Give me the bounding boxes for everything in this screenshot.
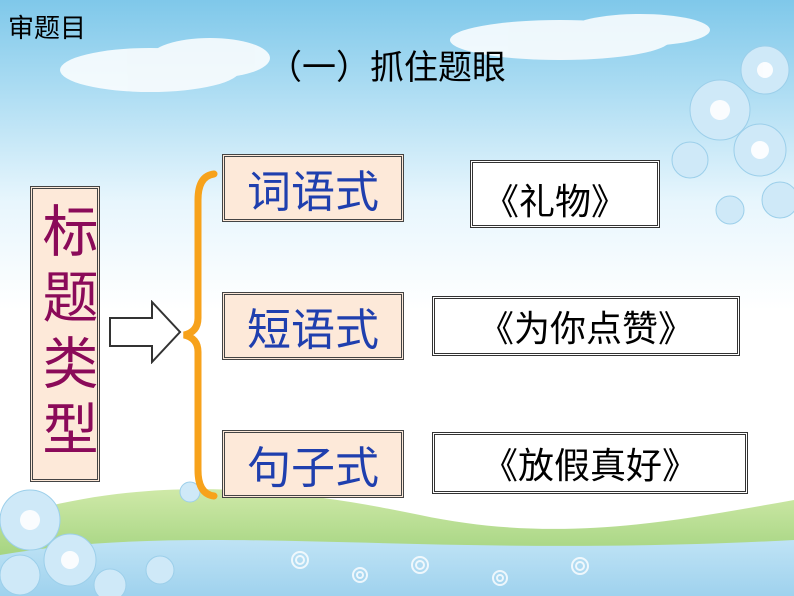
example-title: 《放假真好》 — [481, 446, 698, 487]
category-box-phrase: 短语式 — [222, 292, 404, 360]
example-title: 《为你点赞》 — [477, 309, 694, 350]
category-label: 句子式 — [247, 443, 379, 494]
slide-subtitle: （一）抓住题眼 — [268, 48, 506, 88]
left-brace-icon — [183, 170, 218, 500]
category-box-sentence: 句子式 — [222, 430, 404, 498]
title-type-box: 标题类型 — [30, 186, 100, 482]
title-type-label: 标题类型 — [33, 202, 98, 466]
example-box-phrase: 《为你点赞》 — [432, 296, 740, 356]
category-label: 短语式 — [247, 305, 379, 356]
example-title: 《礼物》 — [483, 182, 628, 223]
right-arrow-icon — [109, 300, 182, 364]
example-box-word: 《礼物》 — [470, 160, 660, 228]
category-label: 词语式 — [247, 167, 379, 218]
category-box-word: 词语式 — [222, 154, 404, 222]
corner-label: 审题目 — [8, 14, 87, 44]
example-box-sentence: 《放假真好》 — [432, 432, 748, 494]
